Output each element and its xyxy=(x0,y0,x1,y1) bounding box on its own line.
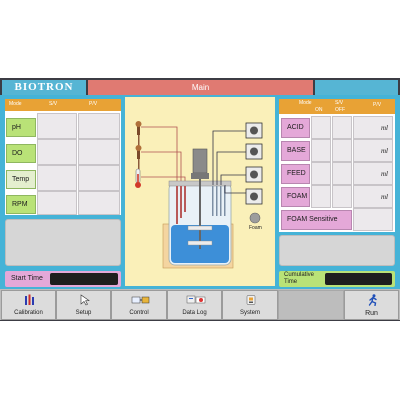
feed-label[interactable]: FEED xyxy=(281,164,310,184)
pump-base-icon xyxy=(245,143,263,160)
base-pv-cell: ml xyxy=(353,139,393,162)
do-pv-cell xyxy=(78,139,120,165)
off-header: OFF xyxy=(335,107,345,113)
temp-label[interactable]: Temp xyxy=(6,170,36,189)
foam-indicator-label: Foam xyxy=(249,225,262,231)
bioreactor-vessel-graphic xyxy=(135,121,263,269)
start-time-label: Start Time xyxy=(11,275,43,282)
pump-foam-icon xyxy=(245,188,263,205)
data-log-icon xyxy=(186,295,206,304)
control-icon xyxy=(131,296,150,304)
ph-pv-cell xyxy=(78,113,120,139)
cumulative-time-label: Cumulative Time xyxy=(284,272,315,285)
tab-calibration[interactable]: Calibration xyxy=(1,290,56,320)
thermometer-icon xyxy=(135,168,141,188)
ph-label[interactable]: pH xyxy=(6,118,36,137)
base-label[interactable]: BASE xyxy=(281,141,310,161)
calibration-icon xyxy=(25,294,34,305)
system-icon xyxy=(246,295,256,305)
foam-label[interactable]: FOAM xyxy=(281,187,310,207)
cumulative-time-display xyxy=(325,273,392,285)
tab-setup[interactable]: Setup xyxy=(56,290,111,320)
rpm-label[interactable]: RPM xyxy=(6,195,36,214)
mode-header: Mode xyxy=(9,101,22,107)
start-time-bar: Start Time xyxy=(5,271,121,287)
sv-header-right: S/V xyxy=(335,100,344,106)
foam-pv-cell: ml xyxy=(353,185,393,208)
sv-header: S/V xyxy=(49,101,58,107)
tab-control[interactable]: Control xyxy=(111,290,167,320)
probe-ph xyxy=(135,121,142,155)
foam-sensitive-value[interactable] xyxy=(353,208,393,231)
tab-empty xyxy=(278,290,344,320)
foam-sensitive-label[interactable]: FOAM Sensitive xyxy=(281,210,352,230)
feed-on-cell[interactable] xyxy=(311,162,331,185)
tab-control-label: Control xyxy=(129,310,149,316)
tab-calibration-label: Calibration xyxy=(14,310,43,316)
base-off-cell[interactable] xyxy=(332,139,352,162)
tab-data-log[interactable]: Data Log xyxy=(167,290,222,320)
pump-feed-icon xyxy=(245,166,263,183)
tab-system-label: System xyxy=(239,310,260,316)
foam-off-cell[interactable] xyxy=(332,185,352,208)
page-title: Main xyxy=(88,80,313,95)
rpm-pv-cell xyxy=(78,191,120,215)
right-message-panel xyxy=(279,235,395,266)
foam-indicator-lamp xyxy=(249,212,261,224)
left-table-header: Mode S/V P/V xyxy=(5,99,121,111)
cumulative-time-bar: Cumulative Time xyxy=(279,271,395,287)
on-header: ON xyxy=(315,107,323,113)
foam-on-cell[interactable] xyxy=(311,185,331,208)
acid-on-cell[interactable] xyxy=(311,116,331,139)
start-time-display xyxy=(50,273,118,285)
right-table-header: Mode S/V ON OFF P/V xyxy=(279,99,395,114)
mode-header-right: Mode xyxy=(299,100,312,106)
temp-pv-cell xyxy=(78,165,120,191)
pv-header: P/V xyxy=(89,101,98,107)
acid-off-cell[interactable] xyxy=(332,116,352,139)
tab-system[interactable]: System xyxy=(222,290,278,320)
do-label[interactable]: DO xyxy=(6,144,36,163)
acid-pv-cell: ml xyxy=(353,116,393,139)
base-on-cell[interactable] xyxy=(311,139,331,162)
tab-data-log-label: Data Log xyxy=(182,310,207,316)
brand-logo: BIOTRON xyxy=(2,80,86,95)
tab-setup-label: Setup xyxy=(75,310,92,316)
setup-icon xyxy=(80,294,90,306)
ph-sv-cell[interactable] xyxy=(37,113,77,139)
probe-do xyxy=(135,145,142,173)
rpm-sv-cell[interactable] xyxy=(37,191,77,215)
temp-sv-cell[interactable] xyxy=(37,165,77,191)
pump-acid-icon xyxy=(245,122,263,139)
title-bar-right xyxy=(315,80,398,95)
bioreactor-diagram: Foam xyxy=(125,97,275,286)
feed-off-cell[interactable] xyxy=(332,162,352,185)
run-icon xyxy=(368,294,377,306)
acid-label[interactable]: ACID xyxy=(281,118,310,138)
motor-icon xyxy=(192,148,208,174)
run-button-label: Run xyxy=(365,310,378,317)
run-button[interactable]: Run xyxy=(344,290,399,320)
feed-pv-cell: ml xyxy=(353,162,393,185)
pv-header-right: P/V xyxy=(373,102,382,108)
left-message-panel xyxy=(5,219,121,266)
do-sv-cell[interactable] xyxy=(37,139,77,165)
